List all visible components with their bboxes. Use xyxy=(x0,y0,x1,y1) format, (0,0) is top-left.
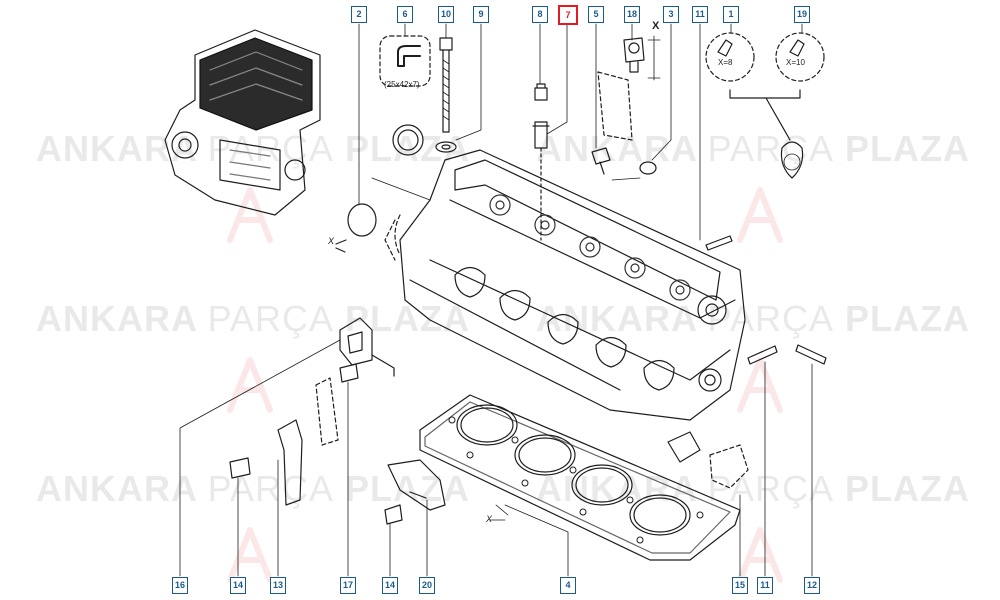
part-callout-15[interactable]: 15 xyxy=(732,577,748,594)
watermark: ANKARA PARÇA PLAZA xyxy=(536,298,971,339)
part-callout-9[interactable]: 9 xyxy=(473,6,489,23)
part-callout-5[interactable]: 5 xyxy=(588,6,604,23)
x-mark-injector: X xyxy=(652,20,660,32)
cylinder-head xyxy=(384,149,746,421)
small-bolt xyxy=(591,147,611,175)
part-callout-7-selected[interactable]: 7 xyxy=(558,5,578,25)
watermark: ANKARA PARÇA PLAZA xyxy=(36,298,471,339)
x-mark-gasket: X xyxy=(486,514,493,524)
part-callout-6[interactable]: 6 xyxy=(397,6,413,23)
bolt-x10-note: X=10 xyxy=(786,58,805,67)
part-callout-17[interactable]: 17 xyxy=(340,577,356,594)
oil-seal-icon xyxy=(379,35,431,156)
part-callout-19[interactable]: 19 xyxy=(794,6,810,23)
part-callout-14[interactable]: 14 xyxy=(230,577,246,594)
bracket-16 xyxy=(339,317,395,377)
part-callout-12[interactable]: 12 xyxy=(804,577,820,594)
part-callout-18[interactable]: 18 xyxy=(624,6,640,23)
washer-icon xyxy=(435,141,457,153)
bolt-14 xyxy=(229,457,403,525)
watermark-logo xyxy=(227,187,783,583)
part-callout-4[interactable]: 4 xyxy=(560,577,576,594)
expansion-plug xyxy=(335,203,377,253)
stud-icon xyxy=(705,235,827,365)
part-callout-11b[interactable]: 11 xyxy=(757,577,773,594)
part-callout-8[interactable]: 8 xyxy=(532,6,548,23)
head-bolt-long xyxy=(439,37,453,133)
valve-guide xyxy=(532,121,550,241)
engine-thumbnail xyxy=(164,29,321,216)
bracket-plate xyxy=(597,71,633,141)
leader-lines xyxy=(179,23,813,577)
part-callout-13[interactable]: 13 xyxy=(270,577,286,594)
watermark: ANKARA PARÇA PLAZA xyxy=(536,128,971,169)
part-callout-11[interactable]: 11 xyxy=(692,6,708,23)
part-callout-16[interactable]: 16 xyxy=(172,577,188,594)
bracket-20 xyxy=(387,459,446,511)
seal-size-note: (25x42x7) xyxy=(384,80,420,89)
bolt-x8-note: X=8 xyxy=(718,58,733,67)
bracket-15 xyxy=(667,431,749,489)
watermark: ANKARA PARÇA PLAZA xyxy=(36,468,471,509)
part-callout-14b[interactable]: 14 xyxy=(382,577,398,594)
bolt-detail-views xyxy=(705,32,825,179)
part-callout-1[interactable]: 1 xyxy=(723,6,739,23)
part-callout-20[interactable]: 20 xyxy=(419,577,435,594)
x-mark-plug: X xyxy=(328,236,335,246)
part-callout-3[interactable]: 3 xyxy=(663,6,679,23)
part-callout-10[interactable]: 10 xyxy=(438,6,454,23)
core-plug xyxy=(639,161,657,175)
bracket-13 xyxy=(277,377,339,506)
injector-icon xyxy=(623,35,661,81)
valve-stem-seal xyxy=(534,83,548,101)
bolt-17 xyxy=(339,363,359,383)
head-gasket xyxy=(419,394,741,561)
part-callout-2[interactable]: 2 xyxy=(351,6,367,23)
